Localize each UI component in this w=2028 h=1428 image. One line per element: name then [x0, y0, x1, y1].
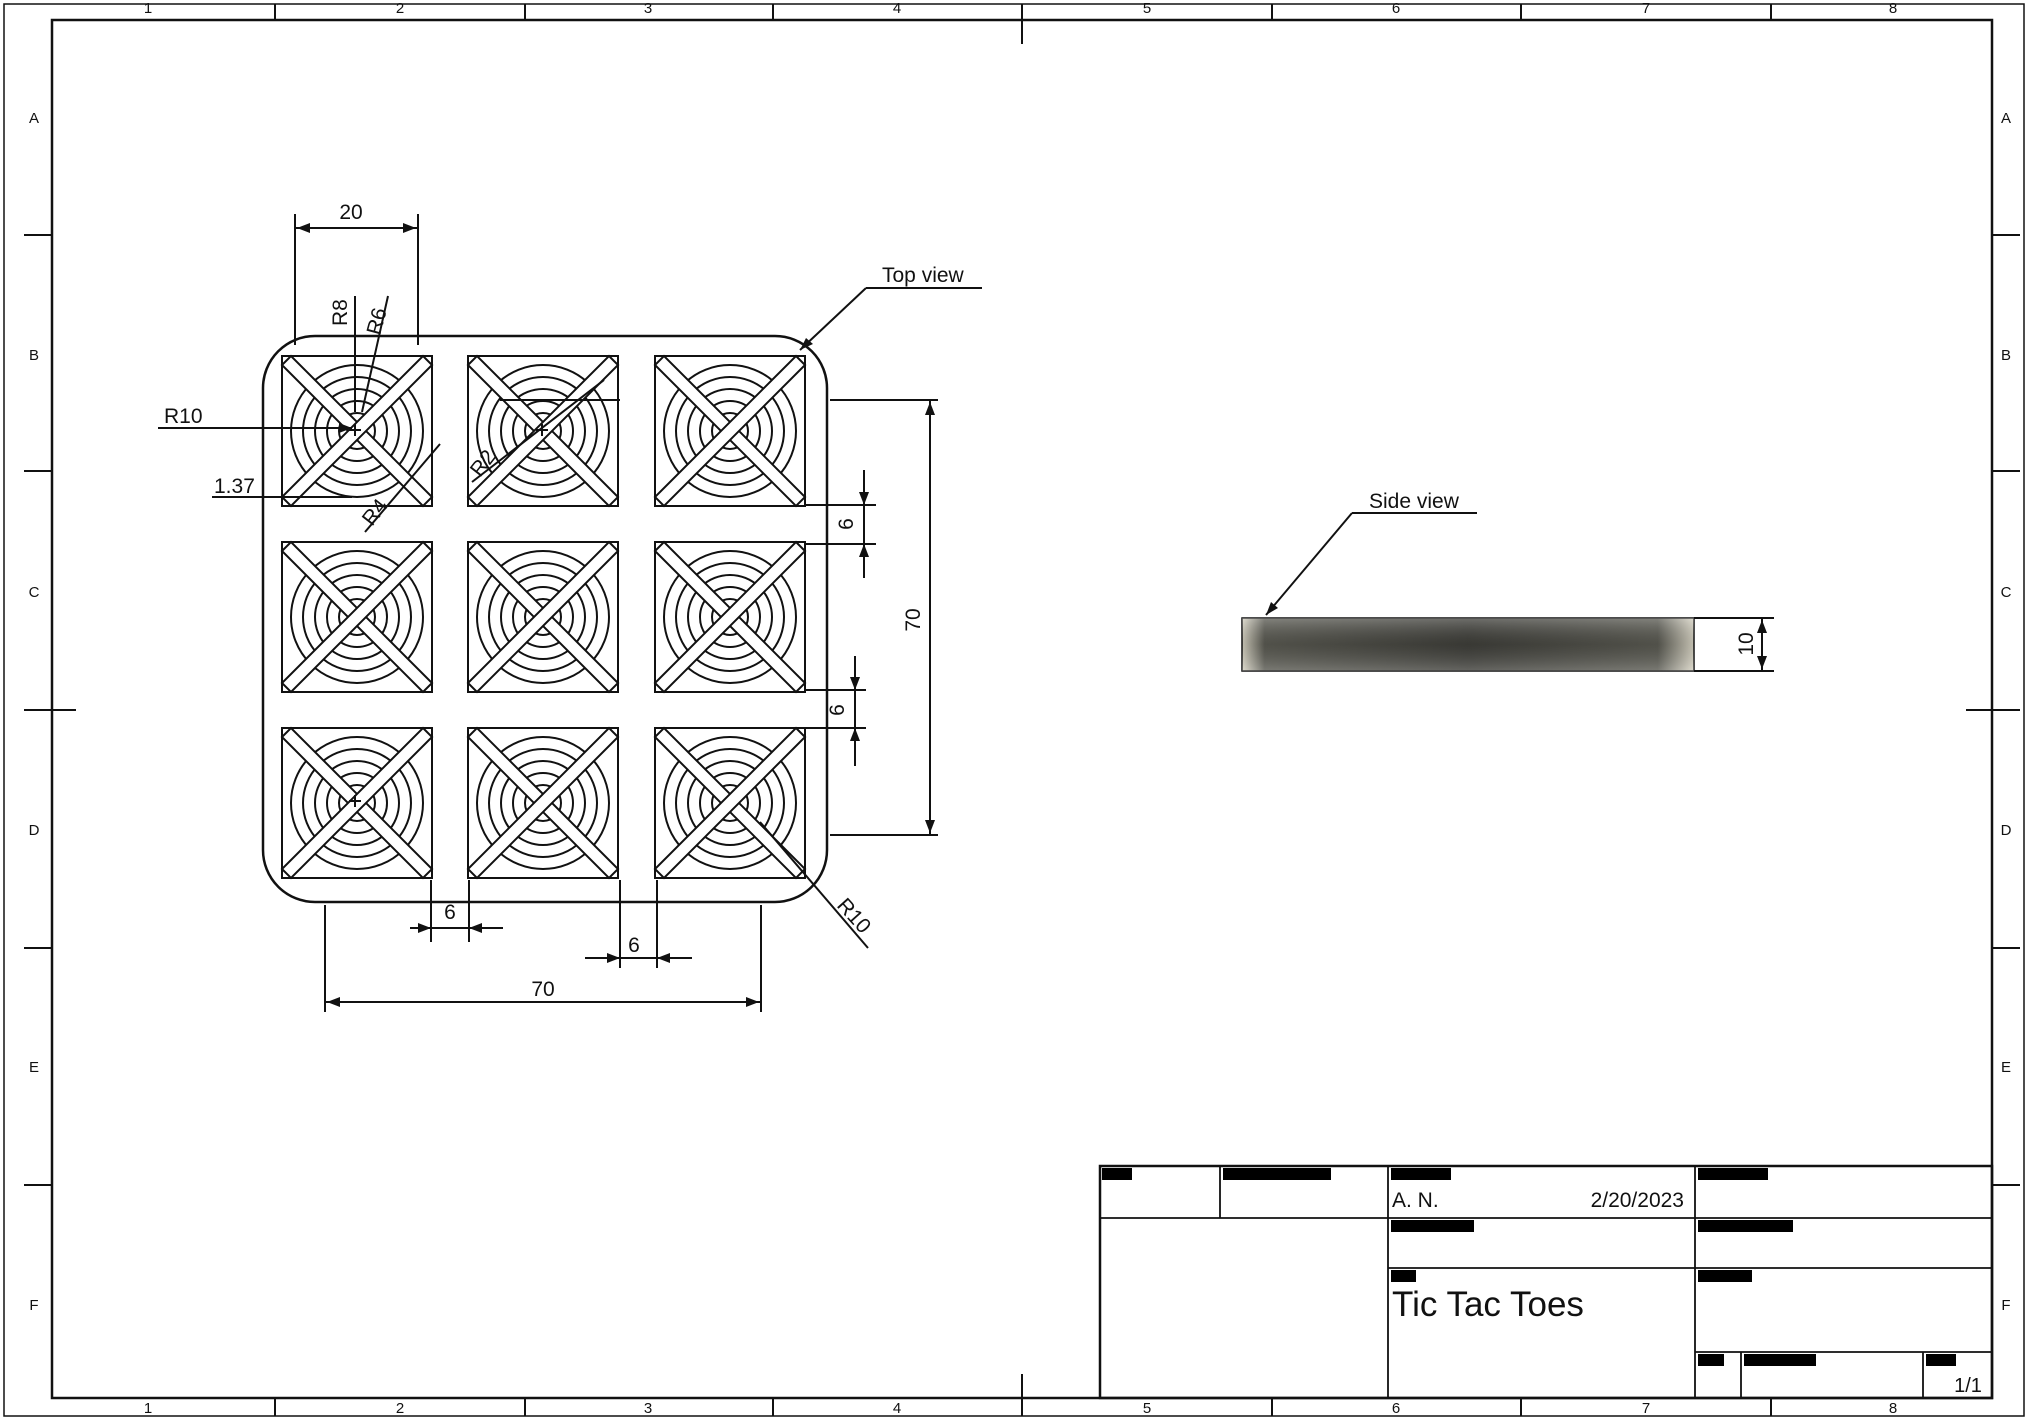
top-view	[261, 334, 829, 904]
dim-text: R8	[329, 299, 352, 326]
date-field: 2/20/2023	[1591, 1189, 1684, 1212]
sheet-number: 1/1	[1954, 1375, 1982, 1397]
side-view-label: Side view	[1369, 490, 1460, 513]
row-label: F	[29, 1297, 38, 1314]
row-label: B	[29, 347, 39, 364]
col-label: 6	[1392, 0, 1400, 17]
row-label: D	[2001, 822, 2012, 839]
board-cell	[280, 540, 434, 694]
drawing-title: Tic Tac Toes	[1392, 1285, 1584, 1324]
dim-text: R6	[363, 305, 392, 337]
sheet-outer-border	[3, 3, 2025, 1417]
col-label: 4	[893, 1400, 901, 1417]
col-label: 5	[1143, 1400, 1151, 1417]
board-cell	[653, 726, 807, 880]
top-view-arrowheads	[297, 223, 935, 1007]
row-labels-right: A B C D E F	[2001, 110, 2012, 1314]
dim-text: 1.37	[214, 475, 255, 498]
col-label: 4	[893, 0, 901, 17]
dim-text: R4	[358, 495, 393, 531]
dim-text: R10	[164, 405, 203, 428]
col-label: 1	[144, 1400, 152, 1417]
author-field: A. N.	[1392, 1189, 1439, 1212]
col-label: 7	[1642, 1400, 1650, 1417]
dim-text: 6	[835, 518, 858, 530]
row-label: E	[29, 1059, 39, 1076]
dim-text: 70	[902, 608, 925, 631]
side-view: 10 Side view	[1241, 490, 1774, 672]
center-mark	[349, 795, 361, 807]
col-label: 8	[1889, 1400, 1897, 1417]
row-label: D	[29, 822, 40, 839]
row-label: C	[29, 584, 40, 601]
row-label: F	[2001, 1297, 2010, 1314]
board-cell	[653, 354, 807, 508]
top-view-label: Top view	[882, 264, 965, 287]
row-labels-left: A B C D E F	[29, 110, 40, 1314]
redaction-bars	[1102, 1168, 1956, 1366]
column-labels-bottom: 1 2 3 4 5 6 7 8	[144, 1400, 1897, 1417]
col-label: 3	[644, 0, 652, 17]
cell-grid	[280, 354, 807, 880]
dim-text: 6	[628, 934, 640, 957]
row-label: A	[2001, 110, 2011, 127]
dim-text: R10	[832, 894, 875, 938]
board-cell	[653, 540, 807, 694]
col-label: 5	[1143, 0, 1151, 17]
col-label: 7	[1642, 0, 1650, 17]
dim-text: 20	[339, 201, 362, 224]
top-view-dimensions	[158, 214, 982, 1012]
drawing-frame	[50, 18, 1994, 1400]
column-labels-top: 1 2 3 4 5 6 7 8	[144, 0, 1897, 17]
row-label: A	[29, 110, 39, 127]
col-label: 6	[1392, 1400, 1400, 1417]
row-label: E	[2001, 1059, 2011, 1076]
title-block: A. N. 2/20/2023 Tic Tac Toes 1/1	[1098, 1164, 1994, 1400]
dim-text: 6	[444, 901, 456, 924]
dim-text: 70	[531, 978, 554, 1001]
zone-ticks	[24, 4, 2020, 1416]
col-label: 2	[396, 1400, 404, 1417]
row-label: C	[2001, 584, 2012, 601]
dim-text: 6	[826, 704, 849, 716]
col-label: 8	[1889, 0, 1897, 17]
col-label: 2	[396, 0, 404, 17]
board-cell	[466, 540, 620, 694]
side-thickness-text: 10	[1735, 632, 1758, 655]
board-cell	[280, 726, 434, 880]
row-label: B	[2001, 347, 2011, 364]
col-label: 1	[144, 0, 152, 17]
board-cell	[466, 726, 620, 880]
center-mark	[349, 424, 361, 436]
board-outline	[261, 334, 829, 904]
col-label: 3	[644, 1400, 652, 1417]
